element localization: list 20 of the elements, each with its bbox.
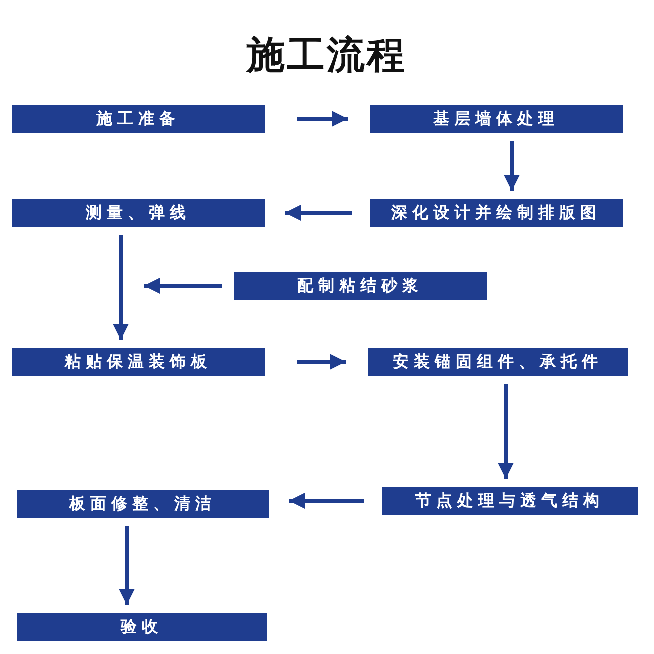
arrow — [504, 141, 520, 191]
process-box: 深化设计并绘制排版图 — [370, 199, 623, 227]
process-box: 基层墙体处理 — [370, 105, 623, 133]
process-box: 测量、弹线 — [12, 199, 265, 227]
arrow — [144, 278, 222, 294]
arrow — [289, 493, 364, 509]
arrow — [498, 384, 514, 479]
process-box: 安装锚固组件、承托件 — [368, 348, 628, 376]
arrow — [297, 111, 348, 127]
title: 施工流程 — [247, 33, 407, 77]
arrow — [119, 526, 135, 605]
arrow — [113, 235, 129, 340]
arrow — [285, 205, 352, 221]
process-box: 配制粘结砂浆 — [234, 272, 487, 300]
process-box: 板面修整、清洁 — [17, 490, 269, 518]
arrow — [297, 354, 346, 370]
process-box: 施工准备 — [12, 105, 265, 133]
process-box: 验收 — [17, 613, 267, 641]
process-box: 粘贴保温装饰板 — [12, 348, 265, 376]
process-box: 节点处理与透气结构 — [382, 487, 638, 515]
